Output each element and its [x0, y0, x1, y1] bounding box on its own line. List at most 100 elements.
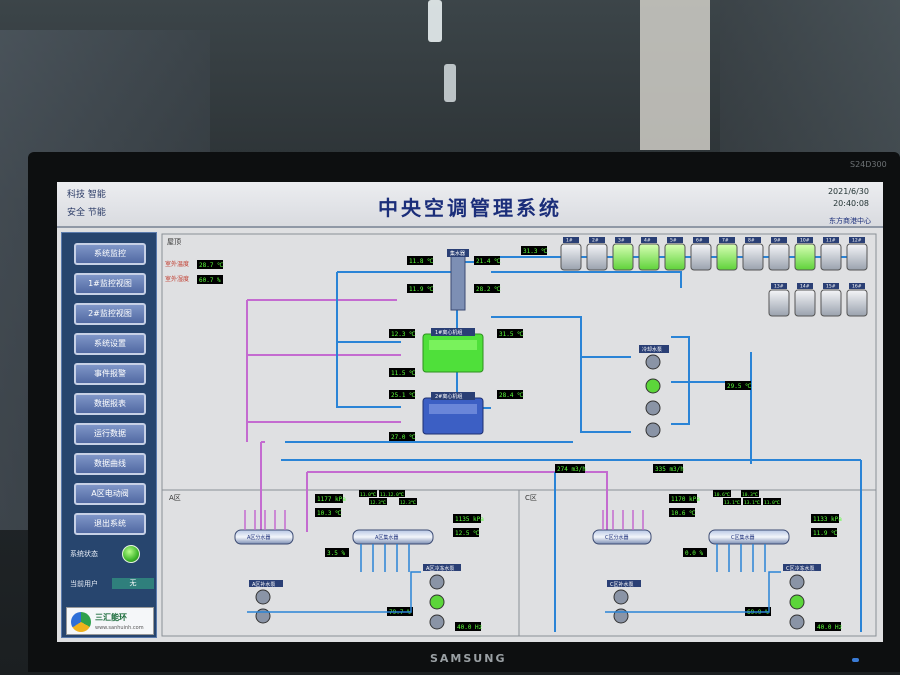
cooling-tower[interactable]: 14# — [794, 283, 816, 317]
outdoor-temp-box — [197, 260, 223, 269]
zone-c-branch-temp: 13.1℃ — [744, 500, 761, 506]
chiller2-temp-out: 28.4 ℃ — [499, 392, 524, 399]
schematic-svg: 屋顶 室外温度 28.7 ℃ 室外湿度 60.7 % — [161, 233, 877, 637]
zone-a-makeup-pump-2[interactable] — [255, 608, 271, 624]
tower-body — [846, 289, 868, 317]
zone-c-chw-pump-1[interactable] — [789, 574, 805, 590]
cooling-pump-3[interactable] — [645, 400, 661, 416]
flow-box — [653, 464, 683, 473]
cooling-tower[interactable]: 1# — [560, 237, 582, 271]
tower-label: 7# — [722, 238, 729, 244]
collector-label: 集水器 — [450, 250, 465, 257]
collector-manifold — [450, 255, 466, 311]
tower-body — [664, 243, 686, 271]
cooling-tower[interactable]: 8# — [742, 237, 764, 271]
cooling-tower[interactable]: 9# — [768, 237, 790, 271]
zone-a-temp-right: 12.5 ℃ — [455, 530, 480, 537]
zone-branch-pipes — [244, 510, 644, 530]
cooling-water-pipes — [281, 256, 862, 632]
zone-c-makeup-pump-1[interactable] — [613, 589, 629, 605]
tower-body — [638, 243, 660, 271]
nav-reports-button[interactable]: 数据报表 — [74, 393, 146, 415]
tower-body — [820, 289, 842, 317]
section-label: 屋顶 — [167, 238, 181, 246]
tower-body — [794, 243, 816, 271]
cooling-tower[interactable]: 13# — [768, 283, 790, 317]
chiller2-temp-ret: 27.0 ℃ — [391, 434, 416, 441]
zone-a-branch-temp: 12.3℃ — [370, 500, 387, 506]
cooling-tower[interactable]: 15# — [820, 283, 842, 317]
freq-box — [455, 622, 481, 631]
zone-a-branch-temp: 12.0℃ — [388, 492, 405, 498]
flow-box — [555, 464, 585, 473]
tower-label-bg — [823, 237, 839, 243]
chiller-2-label: 2#离心机组 — [435, 393, 462, 400]
cooling-tower[interactable]: 2# — [586, 237, 608, 271]
temp-11-8: 11.8 ℃ — [409, 258, 434, 265]
zone-a-chw-pump-1[interactable] — [429, 574, 445, 590]
zone-a-chw-pump-2[interactable] — [429, 594, 445, 610]
zone-a-label: A区 — [169, 494, 181, 502]
zone-c-makeup-pump-2[interactable] — [613, 608, 629, 624]
zone-c-branch-temp: 13.1℃ — [724, 500, 741, 506]
sidebar: 系统监控 1#监控视图 2#监控视图 系统设置 事件报警 数据报表 运行数据 数… — [61, 232, 157, 638]
cooling-tower[interactable]: 16# — [846, 283, 868, 317]
chiller-2[interactable] — [422, 397, 484, 435]
branch-box — [359, 490, 377, 497]
zone-a-chw-pump-3[interactable] — [429, 614, 445, 630]
zone-c-supply-label: C区分水器 — [605, 534, 629, 541]
temp-box — [389, 368, 415, 377]
nav-curves-button[interactable]: 数据曲线 — [74, 453, 146, 475]
outdoor-temp-value: 28.7 ℃ — [199, 262, 224, 269]
tower-label-bg — [693, 237, 709, 243]
date-text: 2021/6/30 — [827, 187, 869, 196]
branch-box — [743, 498, 761, 505]
zone-a-makeup-pump-1[interactable] — [255, 589, 271, 605]
zone-c-chw-pump-3[interactable] — [789, 614, 805, 630]
tower-label-bg — [823, 283, 839, 289]
app-header: 科技 智能 安全 节能 中央空调管理系统 2021/6/30 20:40:08 … — [57, 182, 883, 228]
cooling-tower[interactable]: 11# — [820, 237, 842, 271]
temp-box — [453, 528, 479, 537]
zone-a-temp-supply: 10.3 ℃ — [317, 510, 342, 517]
cooling-tower[interactable]: 6# — [690, 237, 712, 271]
branch-box — [369, 498, 387, 505]
freq-box — [815, 622, 841, 631]
nav-exit-button[interactable]: 退出系统 — [74, 513, 146, 535]
cooling-tower[interactable]: 4# — [638, 237, 660, 271]
cooling-tower[interactable]: 3# — [612, 237, 634, 271]
cooling-tower[interactable]: 12# — [846, 237, 868, 271]
power-led — [852, 658, 859, 662]
nav-zone-a-valve-button[interactable]: A区电动阀 — [74, 483, 146, 505]
logo-name: 三汇能环 — [95, 613, 127, 622]
pressure-box — [811, 514, 839, 523]
temp-box — [811, 528, 837, 537]
nav-run-data-button[interactable]: 运行数据 — [74, 423, 146, 445]
zone-a-valve-pct: 3.5 % — [327, 550, 345, 557]
branch-box — [713, 490, 731, 497]
cooling-pump-1[interactable] — [645, 354, 661, 370]
cooling-pump-4[interactable] — [645, 422, 661, 438]
temp-box — [474, 256, 500, 265]
chiller-1-label: 1#离心机组 — [435, 329, 462, 336]
cooling-tower[interactable]: 5# — [664, 237, 686, 271]
nav-alarms-button[interactable]: 事件报警 — [74, 363, 146, 385]
zone-c-chw-pump-2[interactable] — [789, 594, 805, 610]
nav-view2-button[interactable]: 2#监控视图 — [74, 303, 146, 325]
cooling-tower[interactable]: 10# — [794, 237, 816, 271]
flow-zone-a: 274 m3/h — [557, 466, 586, 473]
cooling-pump-label: 冷却水泵 — [642, 346, 662, 353]
zone-a-pump-label-bg — [249, 580, 283, 587]
logo-icon — [71, 612, 91, 632]
temp-31-3: 31.3 ℃ — [523, 248, 548, 255]
chiller-1[interactable] — [422, 333, 484, 373]
zone-a-supply-header — [234, 529, 294, 545]
pct-box — [325, 548, 349, 557]
nav-system-monitor-button[interactable]: 系统监控 — [74, 243, 146, 265]
nav-settings-button[interactable]: 系统设置 — [74, 333, 146, 355]
nav-view1-button[interactable]: 1#监控视图 — [74, 273, 146, 295]
cooling-tower[interactable]: 7# — [716, 237, 738, 271]
cooling-pump-2[interactable] — [645, 378, 661, 394]
zone-a-return-header — [352, 529, 434, 545]
temp-11-9: 11.9 ℃ — [409, 286, 434, 293]
